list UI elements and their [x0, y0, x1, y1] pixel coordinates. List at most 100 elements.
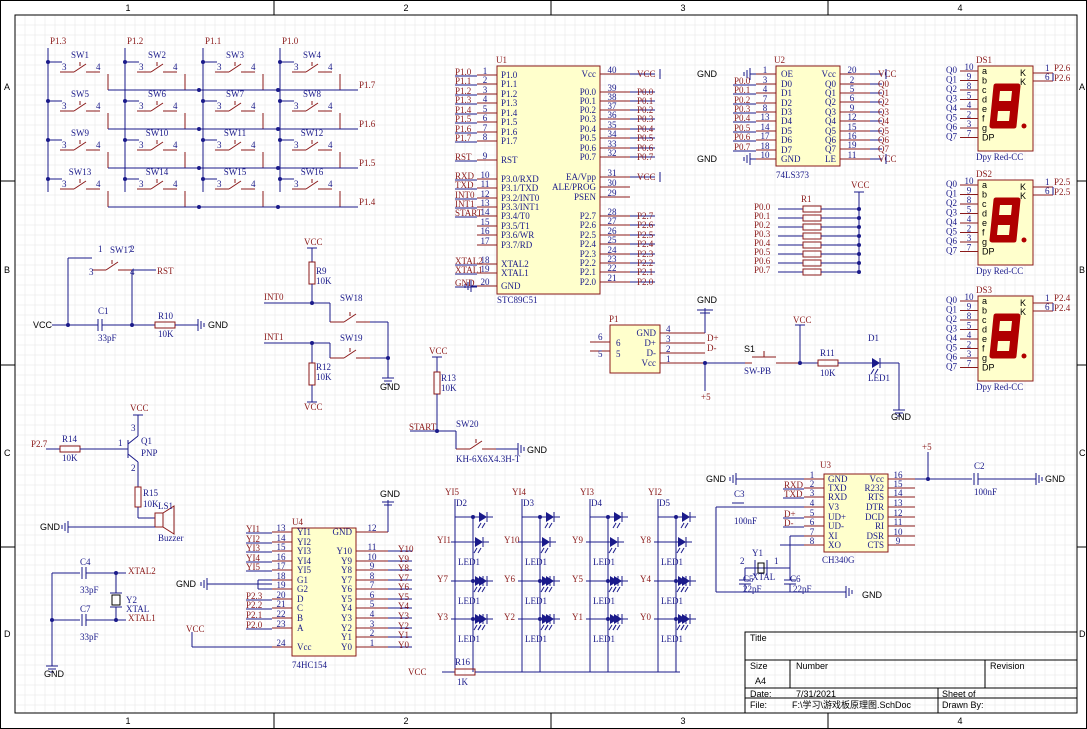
pin-name: P3.1/TXD — [501, 183, 539, 193]
pin-number: 11 — [481, 179, 490, 189]
segment-name: a — [982, 66, 987, 76]
pin-number: 6 — [370, 590, 375, 600]
pin-number: 23 — [277, 619, 287, 629]
resistor-body — [802, 250, 822, 258]
pin-number: 6 — [483, 113, 488, 123]
pin-name: Q3 — [825, 107, 836, 117]
segment-name: g — [982, 123, 987, 133]
switch-pin: 4 — [96, 101, 101, 111]
led-icon — [479, 512, 487, 522]
switch-pin: 3 — [294, 140, 299, 150]
pin-name: P2.4 — [580, 239, 597, 249]
cap-value: 33pF — [80, 632, 99, 642]
net-label: P0.6 — [754, 256, 771, 266]
net-label: P2.1 — [637, 267, 653, 277]
pin-name: GND — [637, 328, 657, 338]
pin-number: 35 — [608, 120, 618, 130]
pin-name: P0.4 — [580, 124, 597, 134]
u3-part: CH340G — [822, 555, 855, 565]
pin-name: G1 — [297, 575, 308, 585]
switch-ref: SW13 — [69, 167, 92, 177]
cap-value: 33pF — [98, 333, 117, 343]
pin-number: 10 — [761, 150, 771, 160]
pin-number: 6 — [1045, 72, 1050, 82]
pin-name: Vcc — [870, 474, 885, 484]
pin-number: 16 — [277, 552, 287, 562]
pin-number: 20 — [481, 277, 491, 287]
row-marker: D — [1079, 629, 1086, 639]
junction-dot — [926, 477, 930, 481]
net-label: P2.2 — [637, 258, 653, 268]
pin-number: 13 — [894, 498, 904, 508]
pin-name: YI3 — [297, 546, 311, 556]
switch-ref: SW7 — [226, 89, 245, 99]
net-label: P2.2 — [246, 600, 262, 610]
net-label: Q7 — [946, 246, 957, 256]
gnd-label: GND — [40, 522, 61, 532]
pin-number: 9 — [896, 536, 901, 546]
pin-name: D6 — [781, 135, 792, 145]
net-label: P0.1 — [734, 85, 750, 95]
net-label: VCC — [637, 69, 656, 79]
pin-name: B — [297, 613, 303, 623]
pin-name: D+ — [644, 338, 656, 348]
cap-ref: C6 — [790, 574, 801, 584]
led-ray — [473, 624, 478, 631]
net-label: Q3 — [946, 94, 957, 104]
pin-number: 32 — [608, 148, 617, 158]
switch-lever — [150, 63, 164, 73]
led-ray — [477, 547, 482, 554]
pin-name: P1.0 — [501, 70, 518, 80]
net-label: P2.6 — [637, 220, 654, 230]
pin-name: TXD — [828, 483, 847, 493]
net-label: INT1 — [264, 332, 284, 342]
led-ray — [473, 586, 478, 593]
row-marker: B — [1079, 265, 1085, 275]
led-ray — [540, 547, 545, 554]
pin-number: 17 — [277, 561, 287, 571]
net-label: YI1 — [437, 535, 451, 545]
pin-name: D3 — [781, 107, 792, 117]
pin-name: D1 — [781, 88, 792, 98]
k-label-hidden: K — [1020, 191, 1026, 201]
net-label: P0.4 — [754, 238, 771, 248]
pin-name: P0.3 — [580, 114, 597, 124]
cap-ref: C7 — [80, 604, 91, 614]
pin-number: 8 — [967, 195, 972, 205]
pin-number: 1 — [763, 65, 768, 75]
switch-ref: SW15 — [224, 167, 247, 177]
junction-dot — [857, 252, 861, 256]
res-ref: R16 — [455, 657, 471, 667]
res-ref: R11 — [820, 348, 835, 358]
segment-name: c — [982, 199, 987, 209]
segment-name: c — [982, 85, 987, 95]
cap-ref: C4 — [80, 557, 91, 567]
pin-name: UD- — [828, 521, 844, 531]
pin-number: 2 — [740, 556, 745, 566]
net-label: INT1 — [455, 199, 475, 209]
net-label: D+ — [784, 509, 796, 519]
pin-name: OE — [781, 69, 793, 79]
net-label: D- — [707, 343, 717, 353]
junction-dot — [50, 618, 54, 622]
switch-lever — [228, 180, 242, 190]
switch-pin: 4 — [96, 140, 101, 150]
pin-number: 17 — [761, 131, 771, 141]
switch-pin: 3 — [139, 101, 144, 111]
segment-name: a — [982, 180, 987, 190]
pin-name: D7 — [781, 145, 792, 155]
pin-number: 12 — [481, 189, 490, 199]
led-label: LED1 — [458, 596, 480, 606]
led-ray — [680, 522, 685, 529]
switch-ref: SW6 — [148, 89, 167, 99]
junction-dot — [201, 138, 205, 142]
res-ref: R9 — [316, 266, 327, 276]
pin-number: 5 — [370, 599, 375, 609]
net-label: P0.4 — [637, 124, 654, 134]
led-ray — [481, 624, 486, 631]
pin-number: 36 — [608, 110, 618, 120]
vcc-label: VCC — [304, 402, 323, 412]
